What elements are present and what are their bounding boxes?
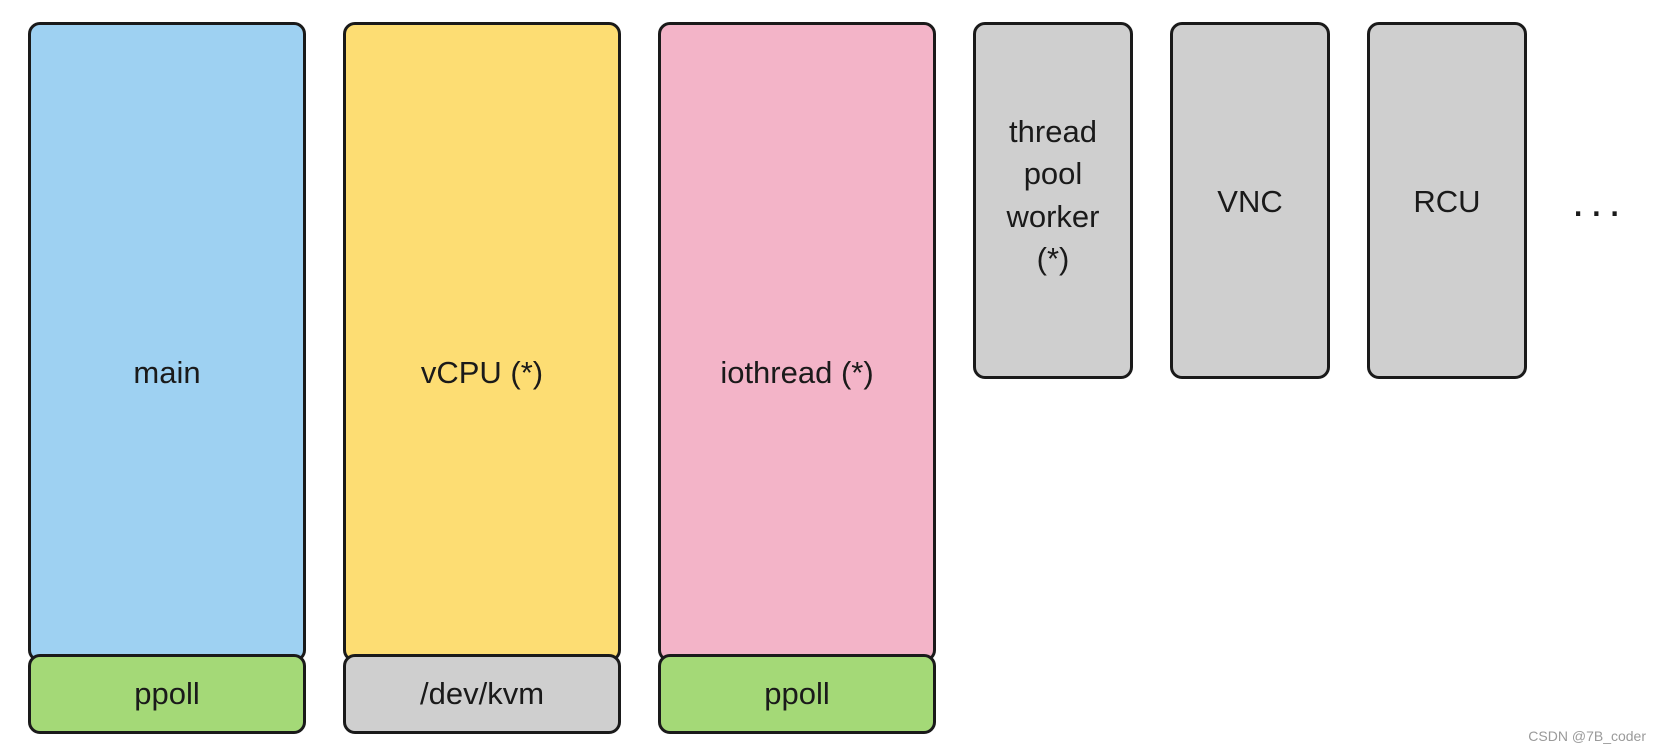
thread-label-iothread: iothread (*)	[720, 355, 874, 390]
thread-label-vnc: VNC	[1217, 184, 1283, 219]
syscall-box-vcpu: /dev/kvm	[343, 654, 621, 734]
thread-label-thread-pool-worker: thread pool worker (*)	[1006, 114, 1100, 277]
thread-box-thread-pool-worker: thread pool worker (*)	[973, 22, 1133, 379]
watermark: CSDN @7B_coder	[1528, 728, 1646, 744]
thread-box-vnc: VNC	[1170, 22, 1330, 379]
syscall-box-iothread: ppoll	[658, 654, 936, 734]
thread-label-vcpu: vCPU (*)	[420, 355, 544, 390]
syscall-box-main: ppoll	[28, 654, 306, 734]
syscall-label-main: ppoll	[134, 676, 200, 712]
thread-label-rcu: RCU	[1413, 184, 1481, 219]
thread-box-iothread: iothread (*)	[658, 22, 936, 662]
thread-box-rcu: RCU	[1367, 22, 1527, 379]
thread-box-main: main	[28, 22, 306, 662]
syscall-label-iothread: ppoll	[764, 676, 830, 712]
syscall-label-vcpu: /dev/kvm	[419, 676, 545, 712]
more-threads-ellipsis: ...	[1572, 177, 1627, 226]
thread-box-vcpu: vCPU (*)	[343, 22, 621, 662]
thread-label-main: main	[133, 355, 201, 390]
